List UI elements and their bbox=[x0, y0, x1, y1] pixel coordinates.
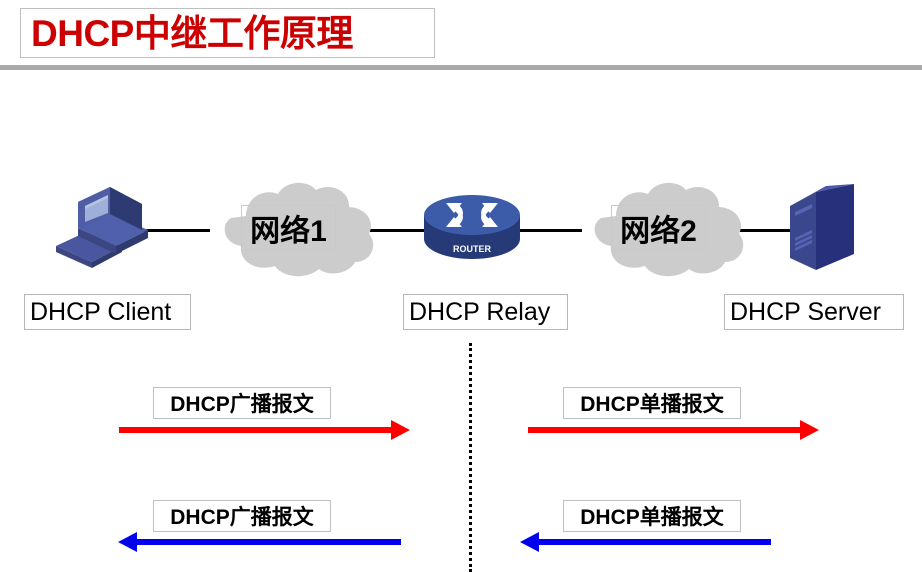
workstation-icon bbox=[48, 180, 160, 270]
page-title-box: DHCP中继工作原理 bbox=[20, 8, 435, 58]
page-title: DHCP中继工作原理 bbox=[31, 12, 353, 54]
link-network1-to-relay bbox=[370, 229, 430, 232]
router-icon-caption: ROUTER bbox=[453, 244, 492, 254]
message-label-broadcast-request-text: DHCP广播报文 bbox=[170, 393, 314, 416]
server-tower-icon bbox=[780, 178, 868, 274]
cloud-network2: 网络2 bbox=[573, 176, 755, 281]
link-network2-to-server bbox=[738, 229, 798, 232]
title-divider-rule bbox=[0, 65, 922, 70]
node-label-client: DHCP Client bbox=[24, 294, 191, 330]
message-arrowhead-unicast-reply bbox=[520, 532, 539, 552]
message-label-unicast-reply-text: DHCP单播报文 bbox=[580, 506, 724, 529]
cloud-shape-icon bbox=[594, 182, 744, 277]
node-label-server-text: DHCP Server bbox=[730, 297, 881, 326]
node-label-server: DHCP Server bbox=[724, 294, 904, 330]
node-label-client-text: DHCP Client bbox=[30, 297, 172, 326]
message-label-unicast-request-text: DHCP单播报文 bbox=[580, 393, 724, 416]
node-label-relay: DHCP Relay bbox=[403, 294, 568, 330]
message-arrow-broadcast-request bbox=[119, 427, 391, 433]
cloud-network1-label-box: 网络1 bbox=[241, 205, 336, 250]
message-arrow-unicast-request bbox=[528, 427, 800, 433]
message-label-unicast-request: DHCP单播报文 bbox=[563, 387, 741, 419]
message-arrowhead-broadcast-request bbox=[391, 420, 410, 440]
node-label-relay-text: DHCP Relay bbox=[409, 297, 551, 326]
message-label-broadcast-reply: DHCP广播报文 bbox=[153, 500, 331, 532]
cloud-network2-label: 网络2 bbox=[620, 214, 697, 248]
cloud-shape-icon bbox=[224, 182, 374, 277]
cloud-network1: 网络1 bbox=[203, 176, 385, 281]
cloud-network1-label: 网络1 bbox=[250, 214, 327, 248]
message-arrow-unicast-reply bbox=[539, 539, 771, 545]
message-label-broadcast-request: DHCP广播报文 bbox=[153, 387, 331, 419]
message-arrowhead-unicast-request bbox=[800, 420, 819, 440]
relay-boundary-divider bbox=[469, 343, 472, 572]
message-arrow-broadcast-reply bbox=[137, 539, 401, 545]
link-relay-to-network2 bbox=[520, 229, 582, 232]
message-label-unicast-reply: DHCP单播报文 bbox=[563, 500, 741, 532]
router-icon: ROUTER bbox=[422, 189, 522, 267]
cloud-network2-label-box: 网络2 bbox=[611, 205, 706, 250]
message-arrowhead-broadcast-reply bbox=[118, 532, 137, 552]
link-client-to-network1 bbox=[128, 229, 210, 232]
message-label-broadcast-reply-text: DHCP广播报文 bbox=[170, 506, 314, 529]
